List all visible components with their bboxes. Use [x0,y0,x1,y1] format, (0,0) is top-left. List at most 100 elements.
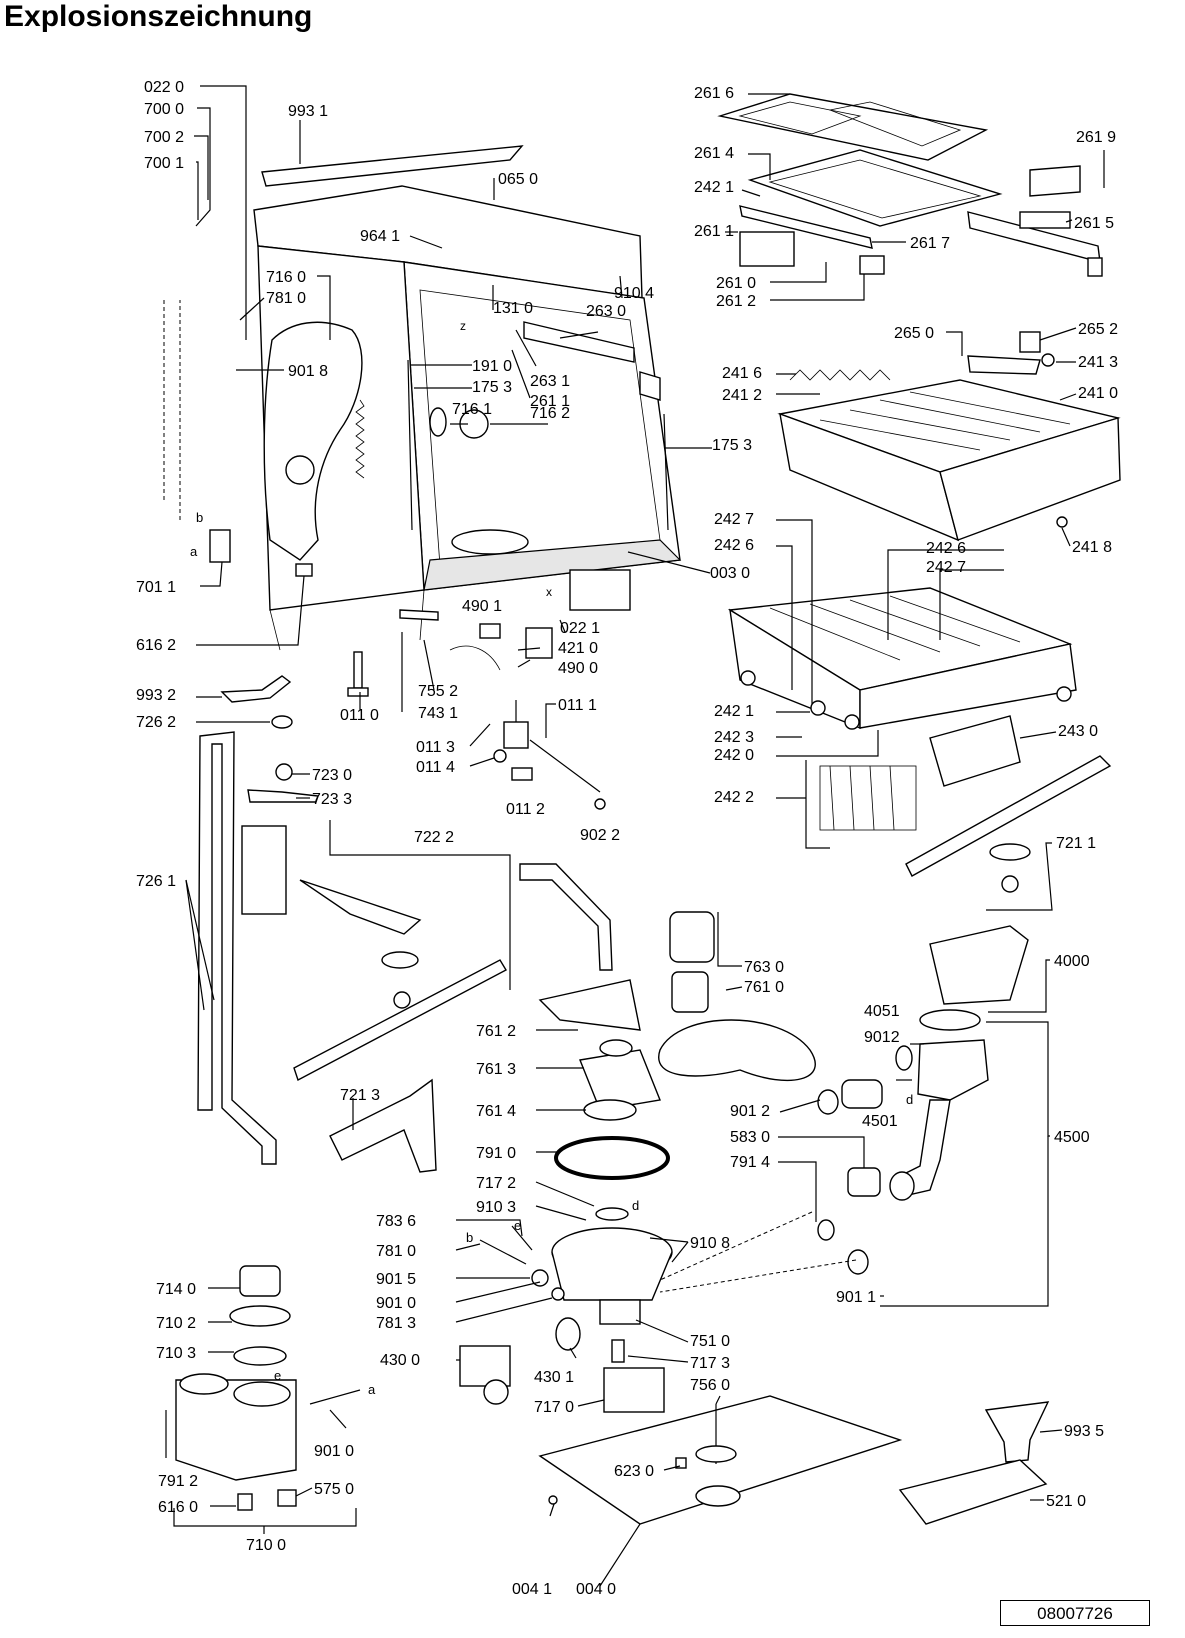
part-label-241-3: 241 3 [1078,354,1118,371]
part-label-4501: 4501 [862,1113,898,1130]
part-label-623-0: 623 0 [614,1463,654,1480]
part-label-421-0: 421 0 [558,640,598,657]
part-label-710-0: 710 0 [246,1537,286,1554]
side-panel-shape [263,321,363,561]
lower-basket-shape [727,587,1077,730]
part-label-261-9: 261 9 [1076,129,1116,146]
part-label-910-8: 910 8 [690,1235,730,1252]
drain-pump-shape [459,1345,511,1387]
part-label-175-3-a: 175 3 [472,379,512,396]
part-label-781-3: 781 3 [376,1315,416,1332]
part-label-430-0: 430 0 [380,1352,420,1369]
part-label-265-0: 265 0 [894,325,934,342]
part-label-261-5: 261 5 [1074,215,1114,232]
connection-mark-e-2: e [274,1368,281,1383]
part-label-726-1: 726 1 [136,873,176,890]
part-label-616-0: 616 0 [158,1499,198,1516]
part-label-490-0: 490 0 [558,660,598,677]
part-label-191-0: 191 0 [472,358,512,375]
part-label-755-2: 755 2 [418,683,458,700]
part-label-242-3: 242 3 [714,729,754,746]
part-label-583-0: 583 0 [730,1129,770,1146]
document-number: 08007726 [1000,1600,1150,1626]
page-title: Explosionszeichnung [4,0,313,33]
spring-shape [355,399,365,479]
part-label-261-1-b: 261 1 [530,393,570,410]
part-label-721-1: 721 1 [1056,835,1096,852]
part-label-993-5: 993 5 [1064,1423,1104,1440]
part-label-901-5: 901 5 [376,1271,416,1288]
connection-mark-b-1: b [196,510,203,525]
part-label-242-7-b: 242 7 [926,559,966,576]
top-tray-shape [717,93,989,161]
part-label-761-3: 761 3 [476,1061,516,1078]
part-label-011-4: 011 4 [416,759,455,776]
drain-hose-shape [889,1039,989,1201]
part-label-993-2: 993 2 [136,687,176,704]
part-label-241-2: 241 2 [722,387,762,404]
part-labels: 022 0 700 0 700 2 700 1 993 1 065 0 964 … [136,79,1118,1598]
part-label-761-4: 761 4 [476,1103,516,1120]
part-label-710-2: 710 2 [156,1315,196,1332]
part-label-261-2: 261 2 [716,293,756,310]
part-label-4051: 4051 [864,1003,900,1020]
spray-arm-lower-shape [293,959,507,1082]
part-label-242-1-a: 242 1 [694,179,734,196]
part-label-011-0: 011 0 [340,707,379,724]
part-label-901-8: 901 8 [288,363,328,380]
part-label-575-0: 575 0 [314,1481,354,1498]
upper-basket-shape [777,379,1121,542]
part-label-726-2: 726 2 [136,714,176,731]
supply-pipe-shape [197,731,277,1165]
part-label-716-2: 716 2 [530,405,570,422]
part-label-263-0: 263 0 [586,303,626,320]
connection-mark-z-1: z [460,319,466,333]
water-softener-shape [175,1265,297,1481]
part-label-714-0: 714 0 [156,1281,196,1298]
part-label-901-0-a: 901 0 [376,1295,416,1312]
part-label-243-0: 243 0 [1058,723,1098,740]
funnel-shape [984,1401,1050,1463]
part-label-004-0: 004 0 [576,1581,616,1598]
part-label-993-1: 993 1 [288,103,328,120]
part-label-901-2: 901 2 [730,1103,770,1120]
part-label-723-3: 723 3 [312,791,352,808]
part-label-756-0: 756 0 [690,1377,730,1394]
part-label-261-7: 261 7 [910,235,950,252]
connection-mark-e-1: e [514,1218,521,1233]
part-label-242-6-b: 242 6 [926,540,966,557]
part-label-723-0: 723 0 [312,767,352,784]
connection-mark-x-1: x [546,585,552,599]
part-label-241-8: 241 8 [1072,539,1112,556]
part-label-910-4: 910 4 [614,285,654,302]
part-label-743-1: 743 1 [418,705,458,722]
part-label-022-1: 022 1 [560,620,600,637]
part-label-761-0: 761 0 [744,979,784,996]
part-label-131-0: 131 0 [493,300,533,317]
part-label-263-1: 263 1 [530,373,570,390]
tray-frame-shape [747,149,1003,227]
large-gasket-shape [554,1136,670,1180]
part-label-763-0: 763 0 [744,959,784,976]
part-label-616-2: 616 2 [136,637,176,654]
part-label-4000: 4000 [1054,953,1090,970]
part-label-901-0-b: 901 0 [314,1443,354,1460]
part-label-761-2: 761 2 [476,1023,516,1040]
part-label-710-3: 710 3 [156,1345,196,1362]
part-label-521-0: 521 0 [1046,1493,1086,1510]
filter-shape [669,911,715,963]
part-sketches [175,93,1121,1525]
part-label-751-0: 751 0 [690,1333,730,1350]
part-label-241-6: 241 6 [722,365,762,382]
connection-mark-a-2: a [368,1382,376,1397]
wrench-shape [220,675,292,703]
part-label-717-2: 717 2 [476,1175,516,1192]
part-label-701-1: 701 1 [136,579,176,596]
connection-mark-a-1: a [190,544,198,559]
part-label-716-0: 716 0 [266,269,306,286]
part-label-700-1: 700 1 [144,155,184,172]
part-label-717-3: 717 3 [690,1355,730,1372]
part-label-242-6-a: 242 6 [714,537,754,554]
part-label-910-3: 910 3 [476,1199,516,1216]
